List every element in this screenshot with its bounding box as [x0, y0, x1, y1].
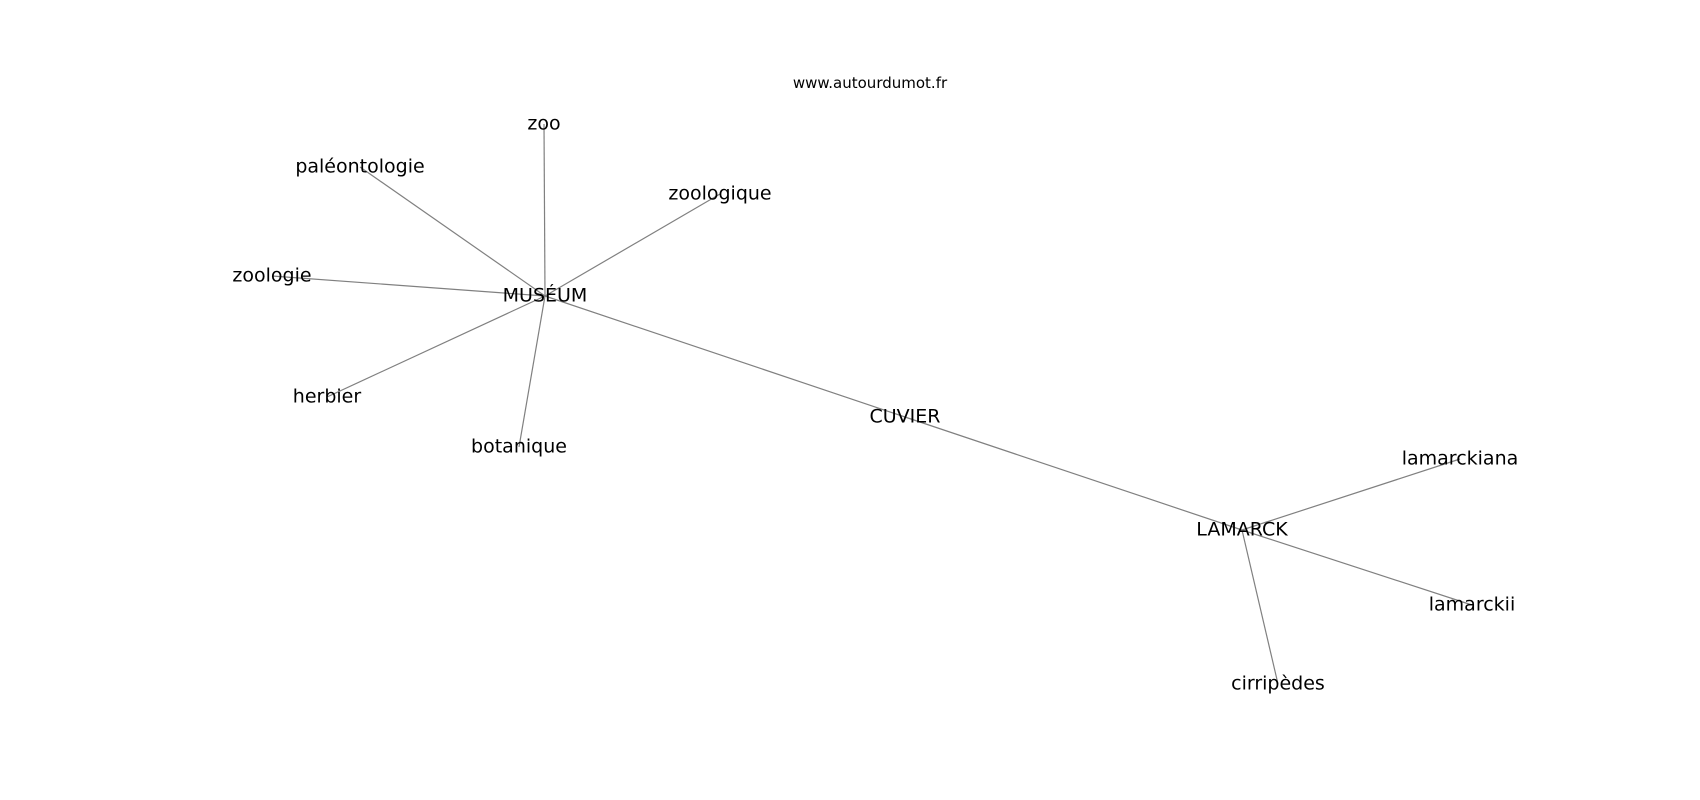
edge-museum-paleontologie [359, 166, 546, 297]
edge-lamarck-lamarckiana [1241, 458, 1461, 531]
edge-museum-herbier [326, 295, 546, 398]
edge-lamarck-lamarckii [1241, 529, 1473, 606]
edge-museum-zoologique [544, 193, 721, 297]
edge-lamarck-cirripedes [1241, 529, 1279, 685]
node-label-paleontologie[interactable]: paléontologie [295, 156, 424, 178]
node-label-lamarckii[interactable]: lamarckii [1429, 594, 1515, 616]
nodes-layer: MUSÉUM zoo paléontologie zoologique zoologie… [232, 113, 1518, 695]
edge-museum-zoologie [271, 275, 546, 297]
node-label-museum[interactable]: MUSÉUM [503, 284, 588, 307]
node-label-herbier[interactable]: herbier [293, 386, 362, 408]
edges-layer [271, 123, 1473, 685]
node-label-lamarck[interactable]: LAMARCK [1196, 519, 1288, 541]
watermark-text: www.autourdumot.fr [793, 74, 948, 92]
node-label-botanique[interactable]: botanique [471, 436, 567, 458]
edge-museum-cuvier [544, 295, 906, 418]
edge-museum-botanique [518, 295, 546, 448]
node-label-cirripedes[interactable]: cirripèdes [1231, 673, 1325, 695]
edge-museum-zoo [543, 123, 546, 297]
node-label-cuvier[interactable]: CUVIER [870, 406, 941, 428]
node-label-lamarckiana[interactable]: lamarckiana [1402, 448, 1519, 470]
node-label-zoologie[interactable]: zoologie [232, 265, 311, 287]
node-label-zoologique[interactable]: zoologique [668, 183, 771, 205]
edge-cuvier-lamarck [904, 416, 1243, 531]
node-label-zoo[interactable]: zoo [527, 113, 560, 135]
